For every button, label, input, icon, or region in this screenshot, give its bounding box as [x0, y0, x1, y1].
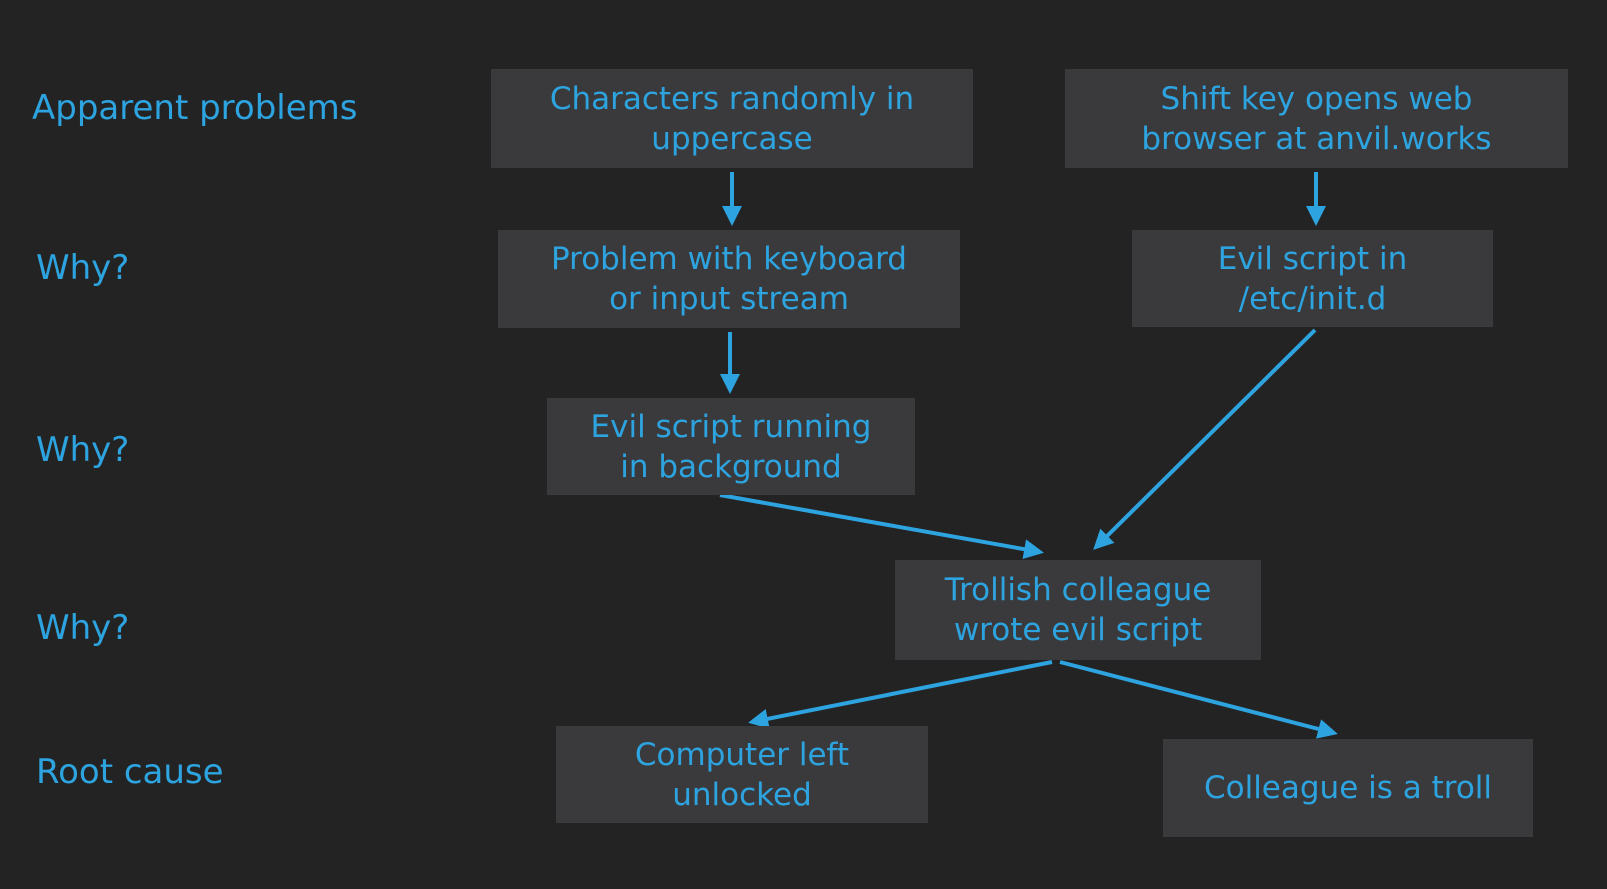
node-text-line: unlocked [672, 776, 812, 813]
node-text-line: Problem with keyboard [550, 241, 907, 277]
node-problem-keyboard-input-stream: Problem with keyboard or input stream [498, 230, 960, 328]
node-text-line: Trollish colleague [944, 572, 1212, 608]
arrow-initd-to-trollish-colleague [1093, 328, 1317, 550]
node-text-line: Shift key opens web [1160, 80, 1473, 117]
node-evil-script-etc-initd: Evil script in /etc/init.d [1132, 230, 1493, 327]
node-text-line: in background [620, 448, 842, 485]
node-evil-script-running-background: Evil script running in background [547, 398, 915, 495]
node-text-line: Evil script in [1217, 240, 1408, 277]
node-colleague-is-a-troll: Colleague is a troll [1163, 739, 1533, 837]
node-text-line: browser at anvil.works [1141, 120, 1492, 157]
node-text-line: uppercase [651, 120, 813, 157]
node-text-line: or input stream [609, 281, 849, 317]
row-label-why-2: Why? [36, 430, 130, 470]
node-text-line: wrote evil script [953, 612, 1203, 648]
arrow-background-script-to-trollish-colleague [719, 493, 1044, 560]
row-label-root-cause: Root cause [36, 752, 224, 792]
node-text-line: Evil script running [590, 408, 872, 445]
arrow-trollish-to-computer-unlocked [748, 660, 1053, 729]
node-shift-key-opens-browser: Shift key opens web browser at anvil.wor… [1065, 69, 1568, 168]
node-text-line: Computer left [634, 736, 850, 773]
node-text-line: Characters randomly in [549, 80, 915, 117]
row-label-why-1: Why? [36, 248, 130, 288]
row-label-why-3: Why? [36, 608, 130, 648]
row-label-apparent-problems: Apparent problems [32, 88, 358, 128]
node-characters-randomly-uppercase: Characters randomly in uppercase [491, 69, 973, 168]
node-trollish-colleague-wrote-script: Trollish colleague wrote evil script [895, 560, 1261, 660]
node-text-line: Colleague is a troll [1203, 770, 1493, 806]
node-computer-left-unlocked: Computer left unlocked [556, 726, 928, 823]
arrow-trollish-to-colleague-troll [1059, 660, 1338, 739]
node-text-line: /etc/init.d [1238, 280, 1387, 317]
